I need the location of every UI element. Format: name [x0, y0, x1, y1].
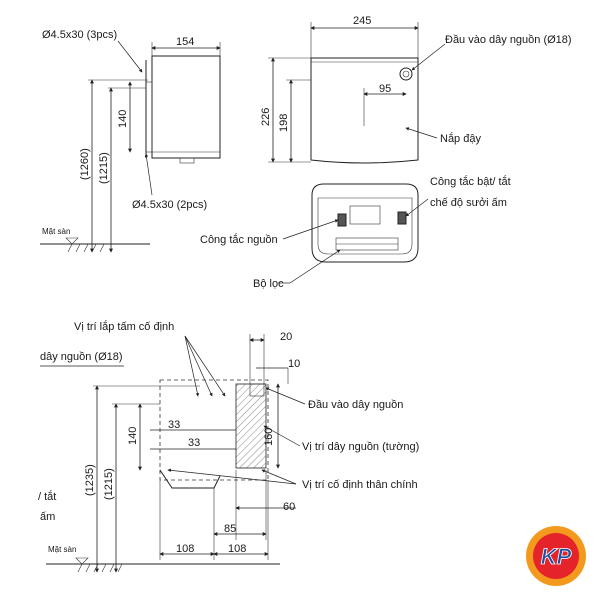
dim-85: 85 [224, 523, 236, 535]
partial-switch-label-1: / tắt [38, 490, 56, 503]
side-height-1215: (1215) [98, 152, 110, 184]
dim-140: 140 [127, 427, 139, 445]
dim-20: 20 [280, 331, 292, 343]
front-height-198: 198 [278, 114, 290, 132]
mount-position-label: Vị trí lắp tấm cố định [74, 320, 174, 333]
filter-label: Bộ lọc [253, 278, 284, 290]
side-height-1260: (1260) [79, 148, 91, 180]
install-floor-label: Mặt sàn [48, 545, 76, 554]
power-switch-label: Công tắc nguồn [200, 233, 278, 246]
dim-108-b: 108 [228, 543, 246, 555]
logo-text: KP [541, 544, 572, 569]
front-cover-label: Nắp đậy [440, 132, 481, 145]
side-view: Ø4.5x30 (3pcs) 154 140 (1260) (1215) Ø4.… [40, 29, 221, 253]
heater-switch-label-1: Công tắc bật/ tắt [430, 175, 511, 188]
screw-bottom-label: Ø4.5x30 (2pcs) [132, 199, 207, 211]
front-width-dim: 245 [353, 15, 371, 27]
dim-1215: (1215) [103, 468, 115, 500]
dim-33-b: 33 [188, 437, 200, 449]
install-power-inlet-label: Đầu vào dây nguồn [308, 399, 403, 411]
front-offset-95: 95 [379, 83, 391, 95]
side-floor-label: Mặt sàn [42, 227, 70, 236]
front-power-inlet-label: Đầu vào dây nguồn (Ø18) [445, 34, 572, 46]
side-height-140: 140 [117, 110, 129, 128]
cable-position-label: Vị trí dây nguồn (tường) [302, 441, 419, 453]
dim-108-a: 108 [176, 543, 194, 555]
logo-inner-circle [533, 533, 579, 579]
install-view: Vị trí lắp tấm cố định dây nguồn (Ø18) 2… [38, 320, 419, 573]
heater-switch-label-2: chế độ sưởi ấm [430, 197, 507, 209]
power-cable-partial-label: dây nguồn (Ø18) [40, 351, 123, 363]
dim-60: 60 [283, 501, 295, 513]
screw-top-label: Ø4.5x30 (3pcs) [42, 29, 117, 41]
partial-switch-label-2: ấm [40, 511, 55, 523]
dim-160: 160 [263, 428, 275, 446]
front-view: 245 Đầu vào dây nguồn (Ø18) 95 226 198 N… [260, 15, 572, 164]
bottom-view: Công tắc bật/ tắt chế độ sưởi ấm Công tắ… [200, 175, 511, 290]
kp-logo: KP [526, 526, 586, 586]
body-fix-label: Vị trí cố định thân chính [302, 479, 418, 491]
front-height-226: 226 [260, 108, 272, 126]
dim-10: 10 [288, 358, 300, 370]
side-width-dim: 154 [176, 36, 194, 48]
dim-33-a: 33 [168, 419, 180, 431]
dim-1235: (1235) [84, 464, 96, 496]
